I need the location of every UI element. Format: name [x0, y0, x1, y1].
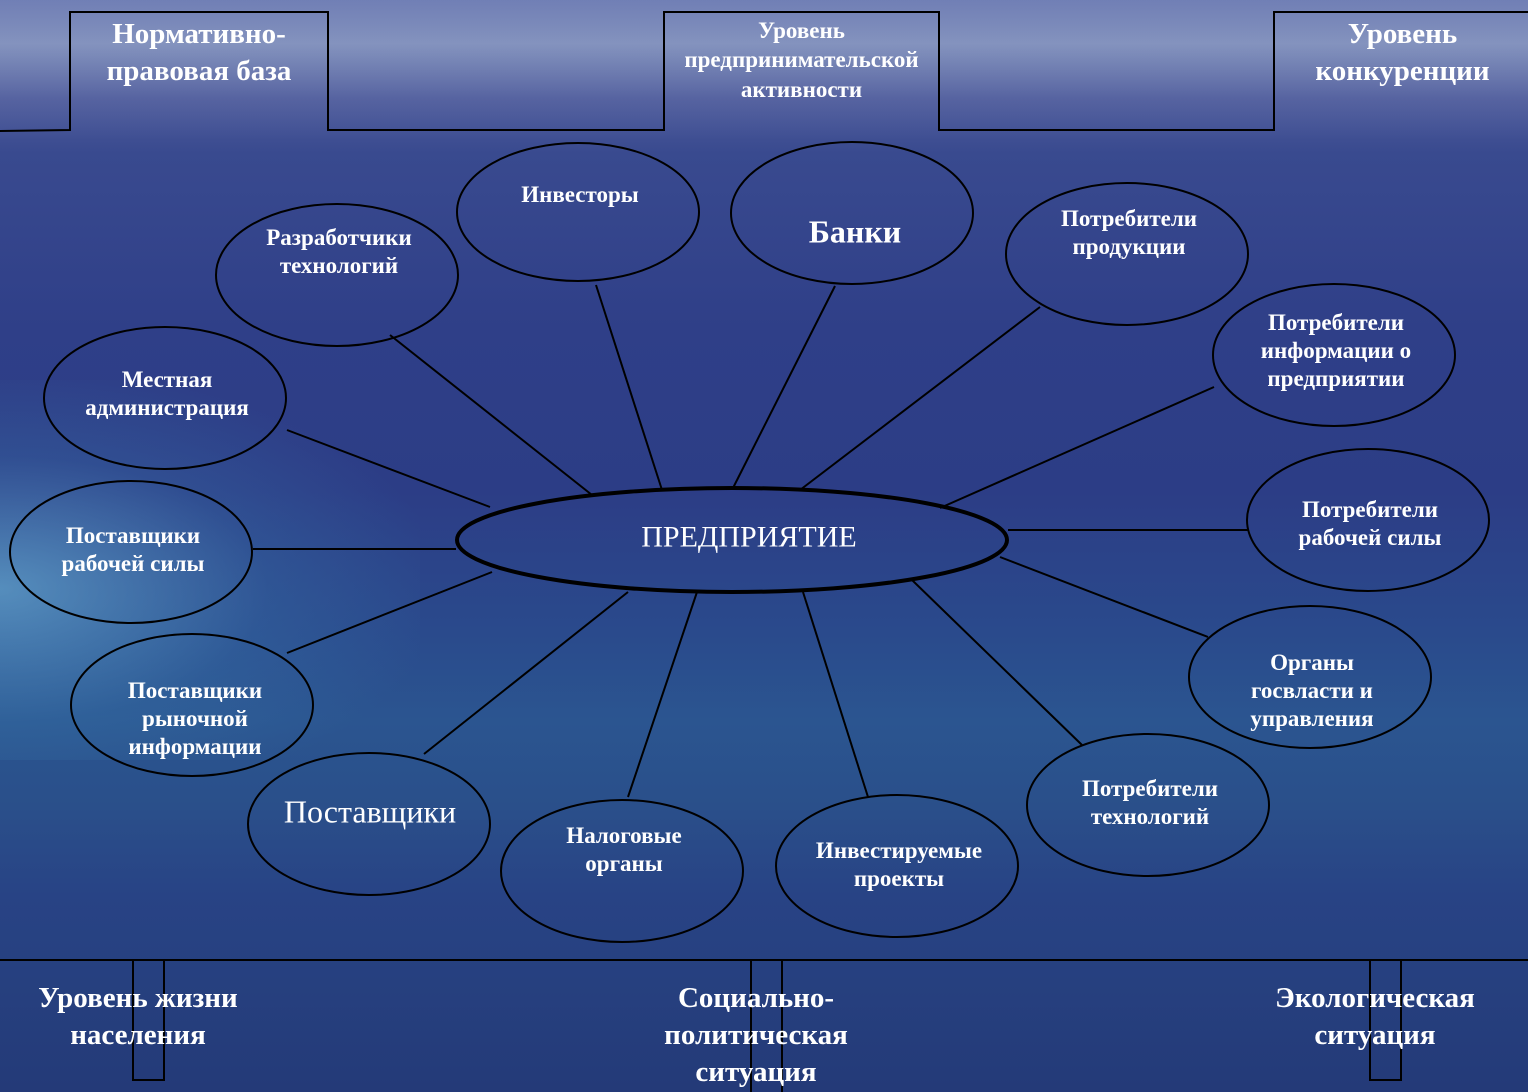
node-investors: Инвесторы — [521, 181, 639, 207]
connector-info-consumers — [939, 386, 1215, 509]
center-node-label: ПРЕДПРИЯТИЕ — [641, 520, 857, 554]
connector-invested-projects — [802, 591, 869, 798]
node-invested-projects-shape — [775, 794, 1019, 938]
node-gov-authorities: Органы госвласти и управления — [1250, 649, 1374, 732]
node-tech-developers: Разработчики технологий — [266, 224, 412, 278]
bottom-frame-bracket-right — [1369, 960, 1402, 1081]
top-frame-entrepreneurial-activity: Уровень предпринимательской активности — [684, 18, 919, 102]
node-tech-consumers: Потребители технологий — [1081, 775, 1219, 829]
node-tech-developers-shape — [215, 203, 459, 347]
top-frame-legal-base: Нормативно- правовая база — [106, 18, 292, 88]
connector-tech-developers — [389, 334, 593, 496]
node-labor-suppliers-shape — [9, 480, 253, 624]
connector-investors — [595, 284, 663, 491]
node-market-info-suppliers-shape — [70, 633, 314, 777]
connector-product-consumers — [799, 306, 1041, 491]
node-banks-shape — [730, 141, 974, 285]
bottom-frame-living-standard: Уровень жизни населения — [38, 982, 238, 1052]
top-frame-competition-level: Уровень конкуренции — [1315, 18, 1490, 88]
node-tax-authorities-shape — [500, 799, 744, 943]
connector-local-admin — [286, 429, 491, 508]
node-product-consumers-shape — [1005, 182, 1249, 326]
bottom-frame-bracket-left — [132, 960, 165, 1081]
bottom-frame-socio-political: Социально- политическая ситуация — [664, 982, 848, 1089]
bottom-frame-bracket-center — [750, 960, 783, 1092]
node-suppliers-shape — [247, 752, 491, 896]
node-suppliers: Поставщики — [283, 793, 457, 830]
node-investors-shape — [456, 142, 700, 282]
center-node-shape — [455, 486, 1009, 594]
connector-suppliers — [423, 591, 629, 755]
node-product-consumers: Потребители продукции — [1060, 205, 1198, 259]
connector-banks — [732, 285, 836, 489]
node-labor-consumers-shape — [1246, 448, 1490, 592]
node-gov-authorities-shape — [1188, 605, 1432, 749]
connector-tech-consumers — [911, 579, 1083, 746]
bottom-frame-ecological: Экологическая ситуация — [1275, 982, 1475, 1052]
node-local-admin: Местная администрация — [85, 366, 249, 420]
connector-tax-authorities — [627, 591, 698, 798]
node-labor-suppliers: Поставщики рабочей силы — [61, 522, 205, 576]
node-invested-projects: Инвестируемые проекты — [815, 837, 983, 891]
node-tax-authorities: Налоговые органы — [566, 822, 682, 876]
top-frames-outline — [0, 11, 1528, 132]
node-market-info-suppliers: Поставщики рыночной информации — [127, 677, 263, 760]
node-tech-consumers-shape — [1026, 733, 1270, 877]
connector-gov-authorities — [999, 556, 1209, 638]
connector-market-info-suppliers — [286, 571, 493, 654]
node-banks: Банки — [808, 213, 902, 250]
node-local-admin-shape — [43, 326, 287, 470]
node-labor-consumers: Потребители рабочей силы — [1298, 496, 1442, 550]
node-info-consumers-shape — [1212, 283, 1456, 427]
node-info-consumers: Потребители информации о предприятии — [1260, 309, 1412, 392]
